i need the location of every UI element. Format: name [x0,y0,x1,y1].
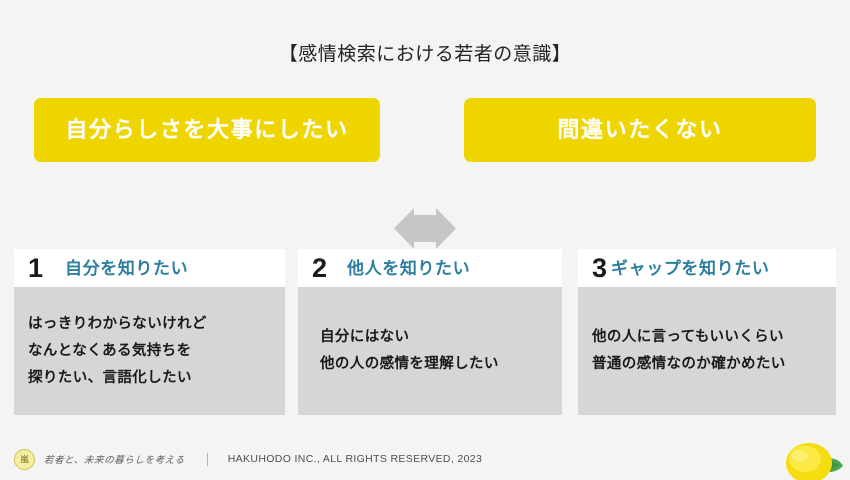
card-1-line-1: はっきりわからないけれど [28,315,207,332]
card-gap-awareness: 3 ギャップを知りたい 他の人に言ってもいいくらい 普通の感情なのか確かめたい [578,249,836,415]
card-self-awareness: 1 自分を知りたい はっきりわからないけれど なんとなくある気持ちを 探りたい、… [14,249,285,415]
card-2-header: 2 他人を知りたい [298,249,562,287]
card-3-line-2: 普通の感情なのか確かめたい [592,356,786,372]
card-row: 1 自分を知りたい はっきりわからないけれど なんとなくある気持ちを 探りたい、… [0,249,850,415]
card-2-line-1: 自分にはない [320,329,410,345]
card-2-line-2: 他の人の感情を理解したい [320,356,499,372]
statement-box-left: 自分らしさを大事にしたい [34,98,380,162]
card-3-heading: ギャップを知りたい [611,258,770,278]
card-1-heading: 自分を知りたい [65,258,189,278]
footer-copyright: HAKUHODO INC., ALL RIGHTS RESERVED, 2023 [227,453,483,465]
card-1-header: 1 自分を知りたい [14,249,285,287]
footer-tagline: 若者と、未来の暮らしを考える [43,455,186,466]
page-title: 【感情検索における若者の意識】 [278,44,572,65]
statement-right-label: 間違いたくない [557,117,723,142]
statement-left-label: 自分らしさを大事にしたい [65,117,349,142]
footer: 嵐 若者と、未来の暮らしを考える HAKUHODO INC., ALL RIGH… [0,438,850,480]
footer-divider [206,452,208,466]
card-2-heading: 他人を知りたい [347,258,471,278]
card-others-awareness: 2 他人を知りたい 自分にはない 他の人の感情を理解したい [298,249,562,415]
card-1-body: はっきりわからないけれど なんとなくある気持ちを 探りたい、言語化したい [14,287,285,415]
card-3-body: 他の人に言ってもいいくらい 普通の感情なのか確かめたい [578,287,836,415]
card-3-header: 3 ギャップを知りたい [578,249,836,287]
card-3-line-1: 他の人に言ってもいいくらい [592,329,784,345]
card-1-line-2: なんとなくある気持ちを [28,342,192,359]
statement-row: 自分らしさを大事にしたい 間違いたくない [0,98,850,249]
card-3-number: 3 [592,252,608,283]
card-2-number: 2 [312,252,328,283]
card-1-number: 1 [28,252,44,283]
card-1-line-3: 探りたい、言語化したい [28,369,192,386]
double-arrow-left-right-icon [394,208,456,249]
card-2-body: 自分にはない 他の人の感情を理解したい [298,287,562,415]
statement-box-right: 間違いたくない [464,98,816,162]
seal-logo-icon: 嵐 [14,448,35,470]
seal-logo-glyph: 嵐 [20,453,29,464]
